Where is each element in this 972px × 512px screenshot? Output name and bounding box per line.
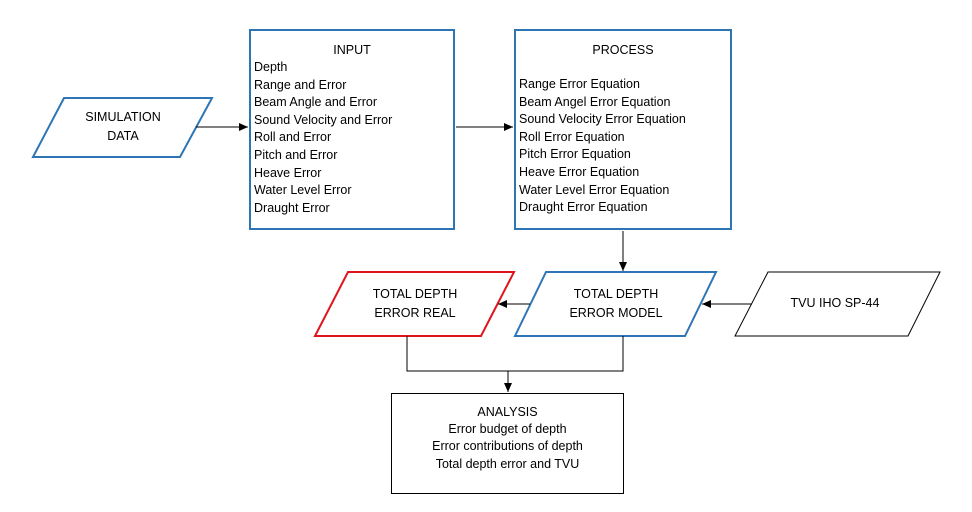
- total-depth-error-real-label: TOTAL DEPTH ERROR REAL: [340, 285, 490, 323]
- process-item: Draught Error Equation: [519, 200, 648, 215]
- process-item: Range Error Equation: [519, 77, 640, 91]
- input-item: Range and Error: [254, 77, 347, 92]
- total-model-line2: ERROR MODEL: [569, 306, 663, 320]
- tvu-iho-label: TVU IHO SP-44: [760, 294, 910, 313]
- input-item: Beam Angle and Error: [254, 95, 377, 110]
- process-item: Sound Velocity Error Equation: [519, 112, 686, 127]
- total-model-line1: TOTAL DEPTH: [573, 287, 659, 301]
- input-item: Sound Velocity and Error: [254, 112, 393, 127]
- process-box: PROCESS Range Error Equation Beam Angel …: [514, 29, 732, 230]
- simulation-data-label: SIMULATION DATA: [64, 108, 182, 146]
- analysis-title: ANALYSIS: [477, 405, 538, 419]
- input-item: Water Level Error: [254, 183, 352, 198]
- input-item: Depth: [254, 60, 288, 74]
- total-depth-error-real-shape: [313, 271, 516, 337]
- process-list: Range Error Equation Beam Angel Error Eq…: [516, 76, 730, 217]
- tvu-label-text: TVU IHO SP-44: [790, 296, 880, 310]
- merge-line: [406, 336, 624, 372]
- input-item: Pitch and Error: [254, 147, 338, 162]
- input-item: Draught Error: [254, 200, 330, 215]
- simulation-line2: DATA: [107, 129, 139, 143]
- total-real-line1: TOTAL DEPTH: [372, 287, 458, 301]
- input-title: INPUT: [333, 43, 371, 57]
- analysis-item: Error contributions of depth: [432, 439, 583, 454]
- input-box: INPUT Depth Range and Error Beam Angle a…: [249, 29, 455, 230]
- process-item: Water Level Error Equation: [519, 182, 670, 197]
- input-item: Heave Error: [254, 165, 322, 180]
- process-item: Roll Error Equation: [519, 129, 625, 144]
- analysis-item: Error budget of depth: [448, 422, 567, 437]
- input-list: Depth Range and Error Beam Angle and Err…: [251, 59, 453, 217]
- analysis-item: Total depth error and TVU: [435, 456, 580, 471]
- tvu-iho-shape: [734, 271, 941, 337]
- process-item: Heave Error Equation: [519, 164, 640, 179]
- total-depth-error-model-shape: [513, 271, 718, 337]
- simulation-line1: SIMULATION: [85, 110, 161, 124]
- total-real-line2: ERROR REAL: [374, 306, 456, 320]
- simulation-data-shape: [31, 97, 214, 158]
- total-depth-error-model-label: TOTAL DEPTH ERROR MODEL: [540, 285, 692, 323]
- analysis-box: ANALYSIS Error budget of depth Error con…: [391, 393, 624, 494]
- input-item: Roll and Error: [254, 130, 332, 145]
- process-item: Beam Angel Error Equation: [519, 94, 671, 109]
- process-item: Pitch Error Equation: [519, 147, 631, 162]
- process-title: PROCESS: [592, 43, 654, 57]
